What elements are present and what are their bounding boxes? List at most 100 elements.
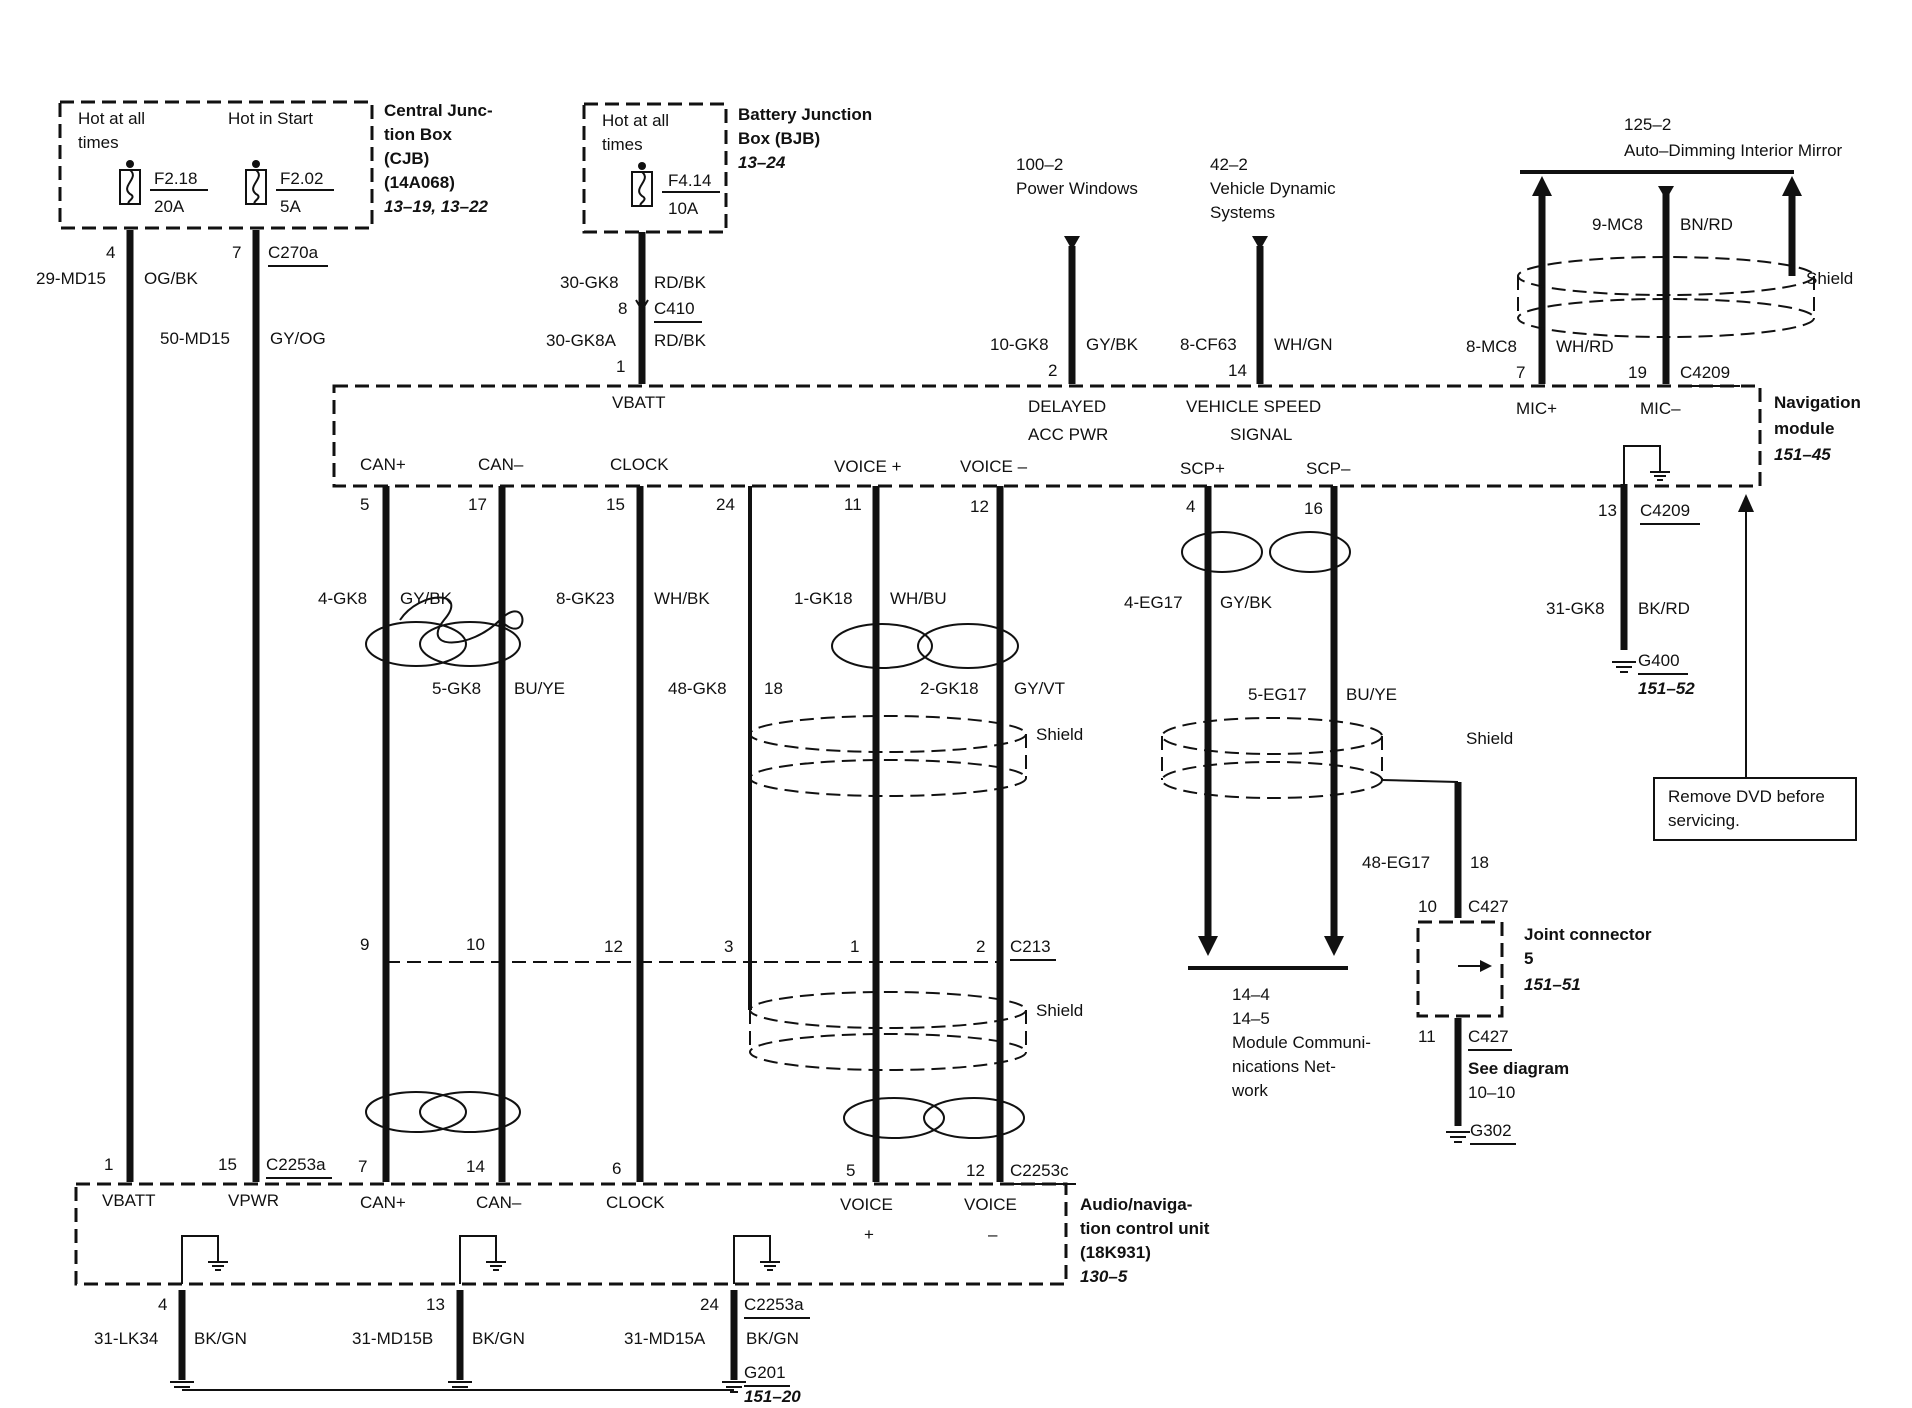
acu-title-2: tion control unit (1080, 1219, 1210, 1238)
pin-label: 14 (466, 1157, 485, 1176)
connector-label: C270a (268, 243, 319, 262)
connector-label: C410 (654, 299, 695, 318)
ref-label: 14–4 (1232, 985, 1270, 1004)
bjb-ref: 13–24 (738, 153, 786, 172)
pin-label: 10 (1418, 897, 1437, 916)
pin-name: CAN+ (360, 1193, 406, 1212)
wire-label: 50-MD15 (160, 329, 230, 348)
wire-label: 48-GK8 (668, 679, 727, 698)
ref-label: 100–2 (1016, 155, 1063, 174)
connector-label: C2253c (1010, 1161, 1069, 1180)
wire-color: 18 (1470, 853, 1489, 872)
cjb-outline (58, 100, 374, 230)
wire-color: BK/RD (1638, 599, 1690, 618)
pin-label: 10 (466, 935, 485, 954)
wire-label: 30-GK8 (560, 273, 619, 292)
pin-name: SCP– (1306, 459, 1351, 478)
wire-label: 10-GK8 (990, 335, 1049, 354)
cjb-ref: 13–19, 13–22 (384, 197, 489, 216)
wire-label: 5-EG17 (1248, 685, 1307, 704)
wire-color: BU/YE (1346, 685, 1397, 704)
twisted-pair-icon (399, 596, 524, 644)
pin-label: 1 (104, 1155, 113, 1174)
fuse-id: F2.18 (154, 169, 197, 188)
arrow-right-icon (1480, 960, 1492, 972)
pin-name: VPWR (228, 1191, 279, 1210)
joint-connector-outline (1416, 920, 1504, 1018)
ground-ref: 151–20 (744, 1387, 801, 1406)
pin-name: CLOCK (610, 455, 669, 474)
wire-color: WH/GN (1274, 335, 1333, 354)
wire-color: RD/BK (654, 331, 707, 350)
wire-color: OG/BK (144, 269, 199, 288)
ground-icon (760, 1261, 780, 1271)
connector-label: C213 (1010, 937, 1051, 956)
battery-junction-box: Hot at all times F4.14 10A Battery Junct… (582, 102, 872, 234)
wire-color: RD/BK (654, 273, 707, 292)
note-text-2: servicing. (1668, 811, 1740, 830)
ref-label: 42–2 (1210, 155, 1248, 174)
pin-label: 3 (724, 937, 733, 956)
wire-color: GY/BK (1086, 335, 1139, 354)
pin-name: MIC+ (1516, 399, 1557, 418)
bjb-hot-label: Hot at all (602, 111, 669, 130)
pin-label: 7 (232, 243, 241, 262)
wire-color: BK/GN (746, 1329, 799, 1348)
connector-label: C427 (1468, 1027, 1509, 1046)
pin-label: 1 (616, 357, 625, 376)
wire-label: 2-GK18 (920, 679, 979, 698)
wire-color: WH/RD (1556, 337, 1614, 356)
connector-label: C2253a (266, 1155, 326, 1174)
pin-label: 16 (1304, 499, 1323, 518)
twisted-pair-icon (843, 1097, 945, 1139)
bottom-labels: 1 15 C2253a 7 14 6 5 12 C2253c (104, 1155, 1076, 1185)
pin-label: 4 (106, 243, 115, 262)
pin-name-2: – (988, 1225, 998, 1244)
nav-module-title: Navigation (1774, 393, 1861, 412)
wire-label: 8-MC8 (1466, 337, 1517, 356)
cjb-title-4: (14A068) (384, 173, 455, 192)
cjb-hot-in-start: Hot in Start (228, 109, 313, 128)
twisted-pair-icon (365, 1091, 467, 1133)
cjb-title-3: (CJB) (384, 149, 429, 168)
cjb-title: Central Junc- (384, 101, 493, 120)
wire-label: 31-GK8 (1546, 599, 1605, 618)
connector-label: C427 (1468, 897, 1509, 916)
pin-name-2: + (864, 1225, 874, 1244)
connector-label: C4209 (1680, 363, 1730, 382)
pin-label: 12 (604, 937, 623, 956)
pin-name: CAN+ (360, 455, 406, 474)
twisted-pair-icon (1181, 531, 1263, 573)
shield-icon (1161, 717, 1383, 755)
cjb-hot-label: Hot at all (78, 109, 145, 128)
joint-connector: 10 C427 Joint connector 5 151–51 11 C427… (1416, 897, 1652, 1145)
pin-name: VOICE (840, 1195, 893, 1214)
ground-icon (170, 1381, 194, 1388)
wire-color: BN/RD (1680, 215, 1733, 234)
pin-name: VEHICLE SPEED (1186, 397, 1321, 416)
wire-color: 18 (764, 679, 783, 698)
pin-name: SCP+ (1180, 459, 1225, 478)
shield-label: Shield (1036, 725, 1083, 744)
see-diagram-2: 10–10 (1468, 1083, 1515, 1102)
nav-module-outline (332, 384, 1762, 488)
fuse-id: F2.02 (280, 169, 323, 188)
see-diagram: See diagram (1468, 1059, 1569, 1078)
wire-label: 5-GK8 (432, 679, 481, 698)
top-labels: 4 7 C270a 29-MD15 OG/BK 50-MD15 GY/OG 30… (36, 115, 1853, 387)
acu-outline (74, 1182, 1068, 1286)
wire-label: 4-EG17 (1124, 593, 1183, 612)
pin-name: VBATT (102, 1191, 156, 1210)
pin-label: 24 (716, 495, 735, 514)
ground-icon (1446, 1131, 1470, 1143)
connector-label: C4209 (1640, 501, 1690, 520)
pin-label: 1 (850, 937, 859, 956)
ref-label: 125–2 (1624, 115, 1671, 134)
pin-label: 11 (844, 495, 862, 514)
ground-icon (448, 1381, 472, 1388)
pin-label: 17 (468, 495, 487, 514)
ground-icon (486, 1261, 506, 1271)
joint-title-2: 5 (1524, 949, 1533, 968)
pin-name: CAN– (478, 455, 524, 474)
